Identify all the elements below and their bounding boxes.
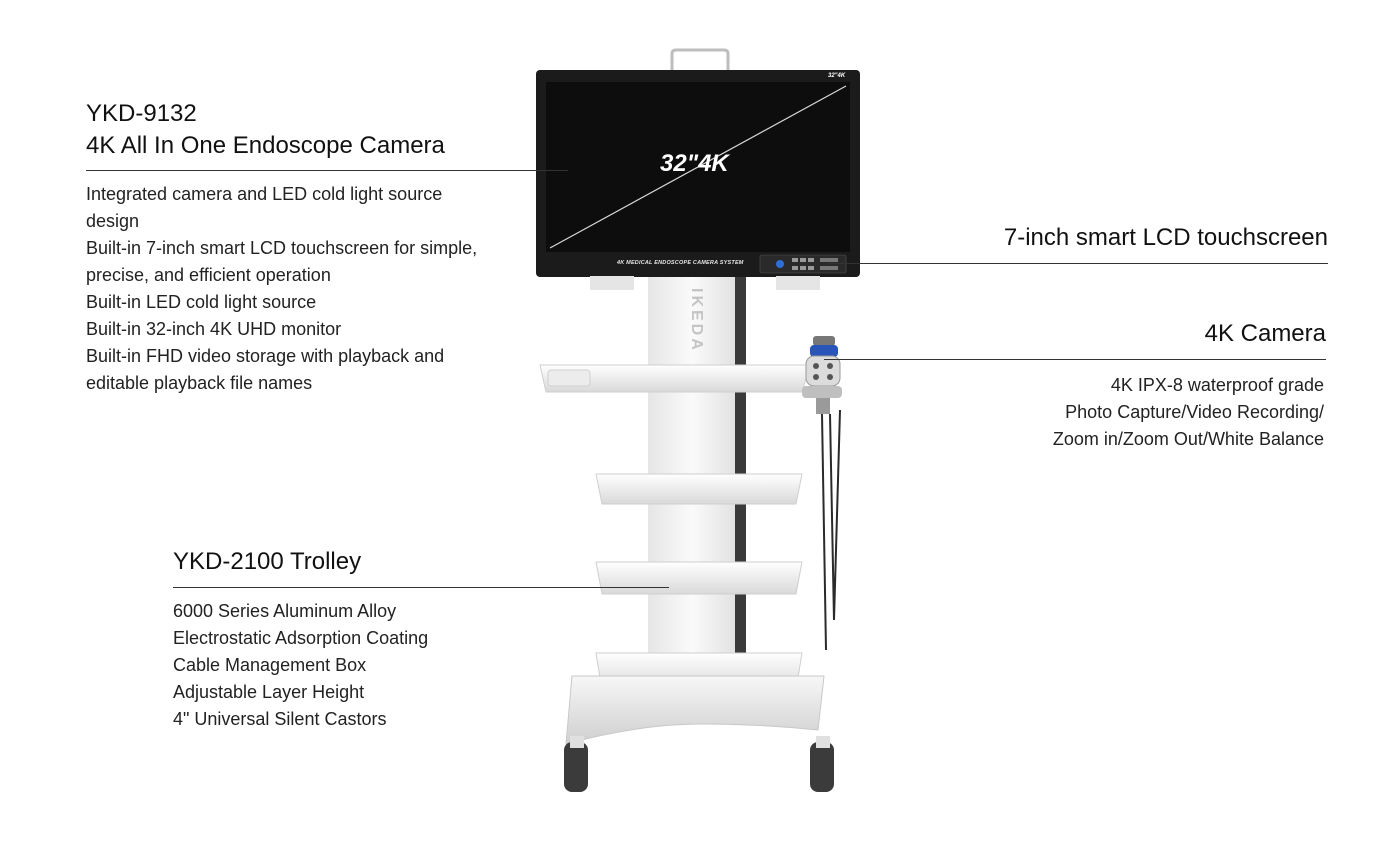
feature-line: Built-in LED cold light source: [86, 292, 317, 312]
trolley-callout-line: [173, 587, 669, 588]
trolley-feature-line: Cable Management Box: [173, 655, 367, 675]
feature-line: Integrated camera and LED cold light sou…: [86, 184, 443, 204]
monitor-corner-label: 32"4K: [828, 73, 846, 79]
feature-line: Built-in 32-inch 4K UHD monitor: [86, 319, 342, 339]
touchscreen-callout-line: [828, 263, 1328, 264]
feature-line: design: [86, 211, 140, 231]
trolley-brand-label: IKEDA: [688, 288, 705, 353]
trolley-base: [564, 675, 834, 792]
feature-line: Built-in 7-inch smart LCD touchscreen fo…: [86, 238, 478, 258]
camera-feature-line: 4K IPX-8 waterproof grade: [1110, 375, 1324, 395]
monitor-handle: [670, 48, 730, 72]
camera-feature-line: Photo Capture/Video Recording/: [1065, 402, 1324, 422]
trolley-feature-line: 6000 Series Aluminum Alloy: [173, 601, 397, 621]
feature-line: precise, and efficient operation: [86, 265, 331, 285]
monitor-callout-line: [86, 170, 568, 171]
trolley-title: YKD-2100 Trolley: [173, 548, 362, 575]
camera-feature-list: 4K IPX-8 waterproof grade Photo Capture/…: [960, 372, 1324, 453]
trolley-feature-line: Adjustable Layer Height: [173, 682, 365, 702]
camera-head: [802, 336, 842, 651]
camera-callout-line: [824, 359, 1326, 360]
monitor-bezel-caption: 4K MEDICAL ENDOSCOPE CAMERA SYSTEM: [617, 260, 744, 266]
monitor-screen-label: 32"4K: [660, 150, 729, 177]
product-title: 4K All In One Endoscope Camera: [86, 132, 445, 159]
camera-feature-line: Zoom in/Zoom Out/White Balance: [1052, 429, 1324, 449]
feature-line: Built-in FHD video storage with playback…: [86, 346, 445, 366]
trolley-feature-line: 4" Universal Silent Castors: [173, 709, 387, 729]
monitor-spec-block: YKD-9132 4K All In One Endoscope Camera: [86, 98, 526, 162]
trolley-feature-line: Electrostatic Adsorption Coating: [173, 628, 429, 648]
model-number: YKD-9132: [86, 100, 197, 127]
monitor-feature-list: Integrated camera and LED cold light sou…: [86, 181, 526, 397]
touchscreen-title: 7-inch smart LCD touchscreen: [1003, 224, 1328, 251]
trolley-feature-list: 6000 Series Aluminum Alloy Electrostatic…: [173, 598, 573, 733]
monitor: [536, 70, 860, 290]
feature-line: editable playback file names: [86, 373, 313, 393]
camera-title: 4K Camera: [1204, 320, 1326, 347]
